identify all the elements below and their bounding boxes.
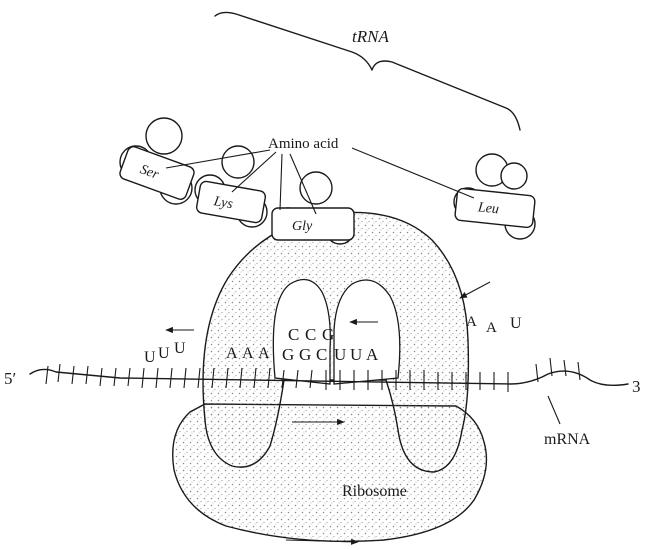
trna-label: tRNA	[352, 27, 389, 46]
ribosome-label: Ribosome	[342, 483, 407, 500]
mrna-pointer	[548, 396, 560, 424]
base-letter: C	[305, 325, 316, 344]
trna-lys	[195, 146, 267, 227]
base-letter: U	[510, 315, 522, 332]
base-letter: U	[350, 345, 362, 364]
bases-uuu: U U U	[144, 340, 186, 366]
base-letter: A	[242, 345, 254, 362]
five-prime-label: 5′	[4, 369, 16, 388]
aa-gly-label: Gly	[292, 219, 313, 234]
aa-leu-label: Leu	[476, 200, 499, 217]
base-letter: C	[316, 345, 327, 364]
base-letter: U	[144, 349, 156, 366]
base-letter: U	[158, 345, 170, 362]
bases-anticodon: C C G	[288, 325, 334, 344]
base-letter: U	[334, 345, 346, 364]
base-letter: G	[282, 345, 294, 364]
amino-acid-label: Amino acid	[268, 136, 339, 152]
base-letter: A	[366, 345, 379, 364]
trna-ser	[118, 118, 195, 204]
bases-exiting: A A U	[466, 314, 522, 336]
base-letter: G	[322, 325, 334, 344]
base-letter: G	[299, 345, 311, 364]
bases-after-codon: U U A	[334, 345, 379, 364]
mrna-label: mRNA	[544, 431, 591, 448]
entry-arrow	[460, 282, 490, 298]
base-letter: C	[288, 325, 299, 344]
bases-codon: G G C	[282, 345, 327, 364]
trna-leu	[454, 154, 535, 239]
bases-aaa: A A A	[226, 345, 270, 362]
base-letter: U	[174, 340, 186, 357]
trna-pocket-right	[334, 280, 400, 384]
base-letter: A	[486, 320, 497, 336]
three-prime-label: 3	[632, 377, 641, 396]
base-letter: A	[466, 314, 477, 330]
base-letter: A	[258, 345, 270, 362]
base-letter: A	[226, 345, 238, 362]
